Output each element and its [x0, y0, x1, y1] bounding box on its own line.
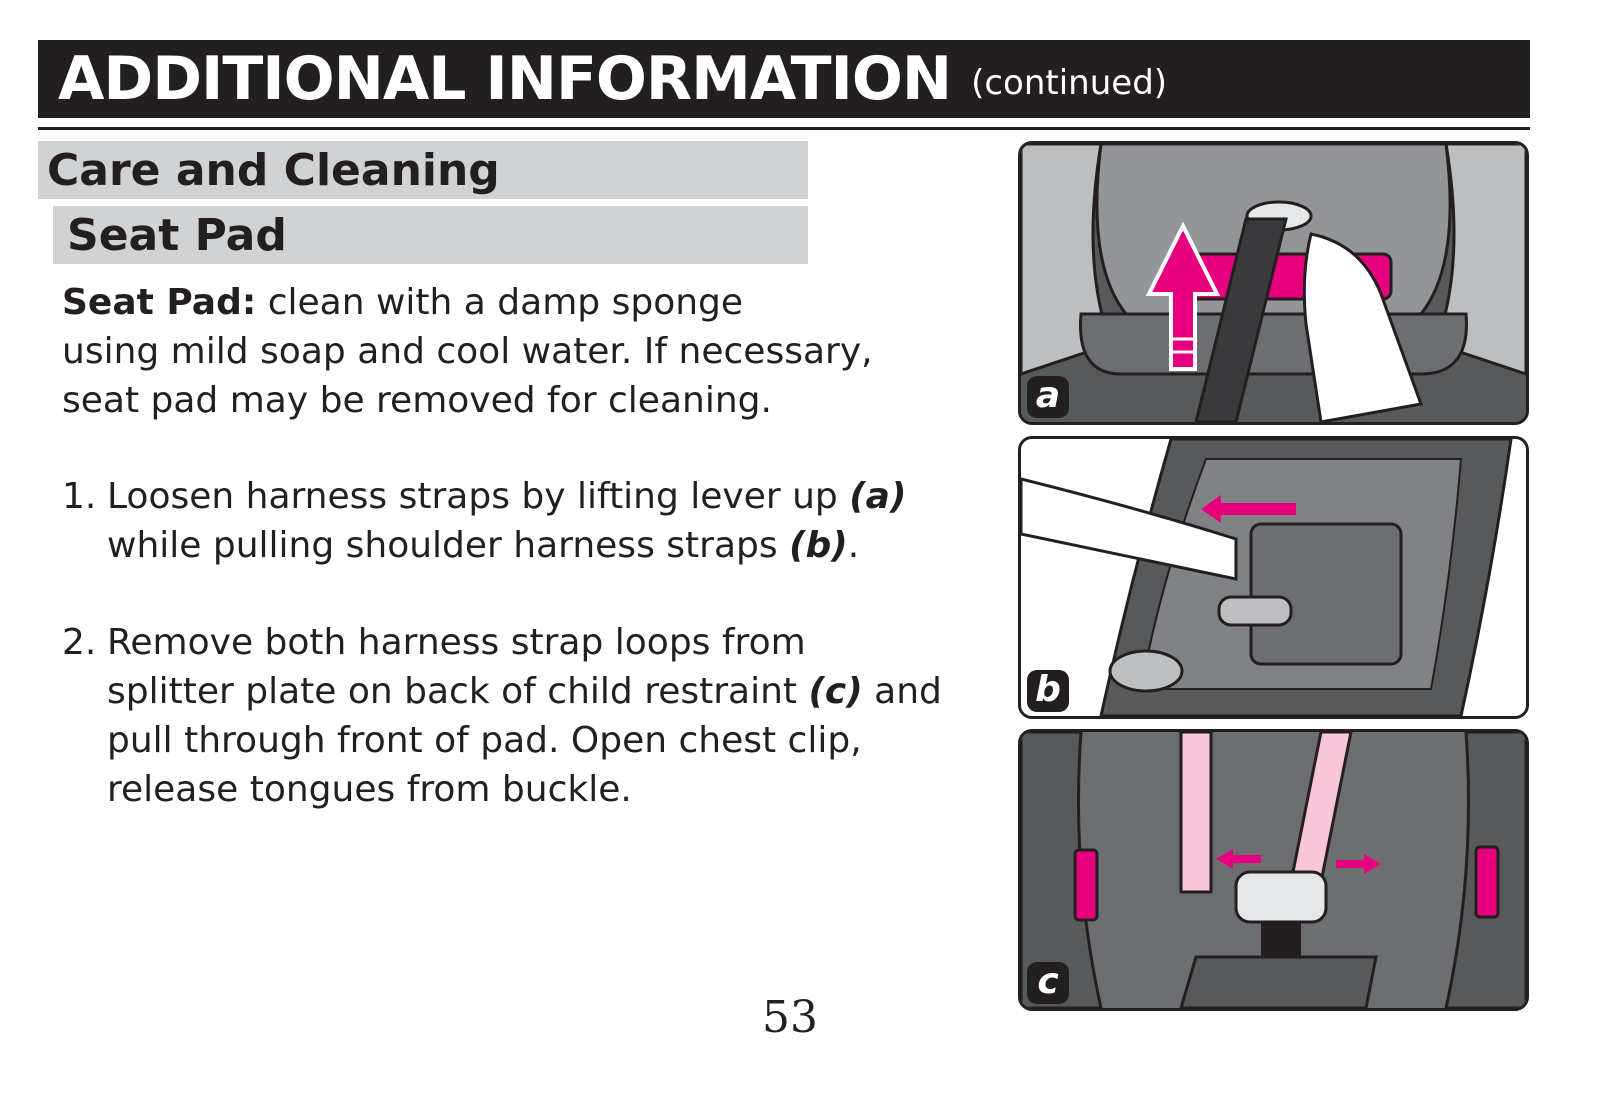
- step-text-part: pull through front of pad. Open chest cl…: [107, 720, 862, 761]
- page-number: 53: [762, 992, 818, 1043]
- figure-c-drawing: [1021, 732, 1526, 1008]
- figure-a-illustration: a: [1018, 141, 1529, 425]
- step-text-part: splitter plate on back of child restrain…: [107, 671, 809, 712]
- step-number: 2.: [62, 622, 97, 663]
- step-text-part: while pulling shoulder harness straps: [107, 525, 790, 566]
- figure-c-illustration: c: [1018, 729, 1529, 1011]
- intro-line: clean with a damp sponge: [267, 282, 744, 323]
- figure-ref-c: (c): [808, 671, 863, 712]
- step-text: Loosen harness straps by lifting lever u…: [107, 472, 962, 570]
- page-title: ADDITIONAL INFORMATION: [58, 44, 952, 114]
- step-text-part: .: [847, 525, 860, 566]
- intro-paragraph: Seat Pad: clean with a damp sponge using…: [62, 278, 962, 425]
- header-bar: ADDITIONAL INFORMATION (continued): [38, 40, 1530, 118]
- section-title: Care and Cleaning: [38, 141, 808, 199]
- figure-a-drawing: [1021, 144, 1526, 422]
- figure-b-drawing: [1021, 439, 1526, 716]
- figure-label-a: a: [1027, 376, 1069, 418]
- step-2: 2. Remove both harness strap loops from …: [62, 618, 962, 814]
- intro-lead: Seat Pad:: [62, 282, 257, 323]
- step-text-part: and: [862, 671, 942, 712]
- step-text-part: Remove both harness strap loops from: [107, 622, 806, 663]
- intro-line: using mild soap and cool water. If neces…: [62, 331, 873, 372]
- step-text: Remove both harness strap loops from spl…: [107, 618, 962, 814]
- section-subtitle: Seat Pad: [53, 206, 808, 264]
- step-number: 1.: [62, 476, 97, 517]
- figure-label-c: c: [1027, 962, 1069, 1004]
- figure-label-b: b: [1027, 670, 1069, 712]
- figure-ref-b: (b): [789, 525, 848, 566]
- figure-ref-a: (a): [849, 476, 907, 517]
- header-rule: [38, 127, 1530, 130]
- figure-b-illustration: b: [1018, 436, 1529, 719]
- step-1: 1. Loosen harness straps by lifting leve…: [62, 472, 962, 570]
- step-text-part: Loosen harness straps by lifting lever u…: [107, 476, 850, 517]
- page-subtitle: (continued): [971, 63, 1168, 103]
- step-text-part: release tongues from buckle.: [107, 769, 632, 810]
- intro-line: seat pad may be removed for cleaning.: [62, 380, 772, 421]
